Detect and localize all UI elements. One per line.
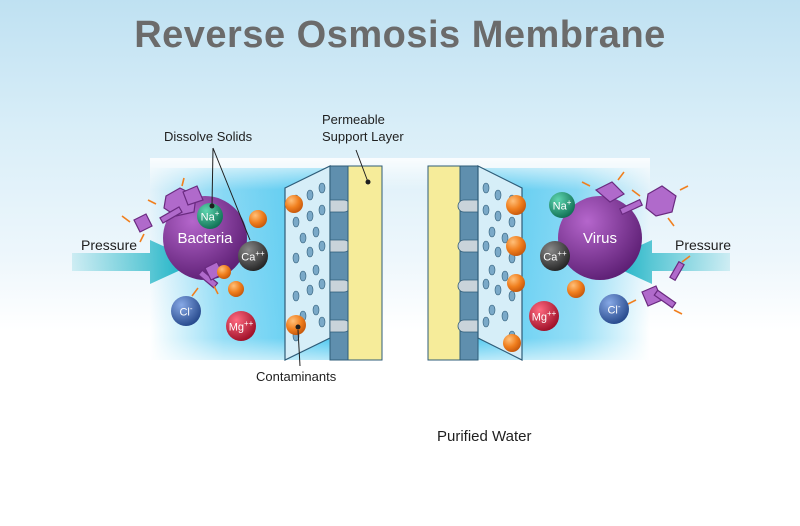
ca-ion-label-left: Ca++ bbox=[241, 249, 265, 264]
cl-ion-label-right: Cl- bbox=[607, 302, 621, 317]
contaminant-particles bbox=[217, 195, 585, 352]
membrane-left bbox=[284, 165, 383, 361]
mg-ion-label-left: Mg++ bbox=[228, 319, 254, 334]
mg-ion-right bbox=[529, 301, 559, 331]
ca-ion-right bbox=[540, 241, 570, 271]
membrane-right bbox=[427, 165, 523, 361]
na-ion-label-right: Na+ bbox=[552, 198, 572, 213]
permeable-label-line2: Support Layer bbox=[322, 129, 404, 144]
organic-molecule-right bbox=[594, 181, 685, 309]
ca-ion-label-right: Ca++ bbox=[543, 249, 567, 264]
cl-ion-right bbox=[599, 294, 629, 324]
na-ion-left bbox=[197, 203, 223, 229]
na-ion-label-left: Na+ bbox=[200, 209, 220, 224]
permeable-label-line1: Permeable bbox=[322, 112, 385, 127]
bacteria-label: Bacteria bbox=[177, 230, 233, 247]
cl-ion-label-left: Cl- bbox=[179, 304, 193, 319]
na-ion-right bbox=[549, 192, 575, 218]
bacteria-cell bbox=[163, 196, 247, 280]
mg-ion-left bbox=[226, 311, 256, 341]
dissolve-solids-label: Dissolve Solids bbox=[164, 129, 253, 144]
purified-water-label: Purified Water bbox=[437, 428, 532, 445]
contaminants-label: Contaminants bbox=[256, 369, 337, 384]
virus-cell bbox=[558, 196, 642, 280]
leader-lines bbox=[211, 147, 369, 367]
diagram-title: Reverse Osmosis Membrane bbox=[134, 14, 666, 56]
pressure-label-right: Pressure bbox=[675, 237, 732, 253]
pressure-label-left: Pressure bbox=[81, 237, 138, 253]
virus-label: Virus bbox=[583, 230, 617, 247]
ca-ion-left bbox=[238, 241, 268, 271]
mg-ion-label-right: Mg++ bbox=[531, 309, 557, 324]
cl-ion-left bbox=[171, 296, 201, 326]
